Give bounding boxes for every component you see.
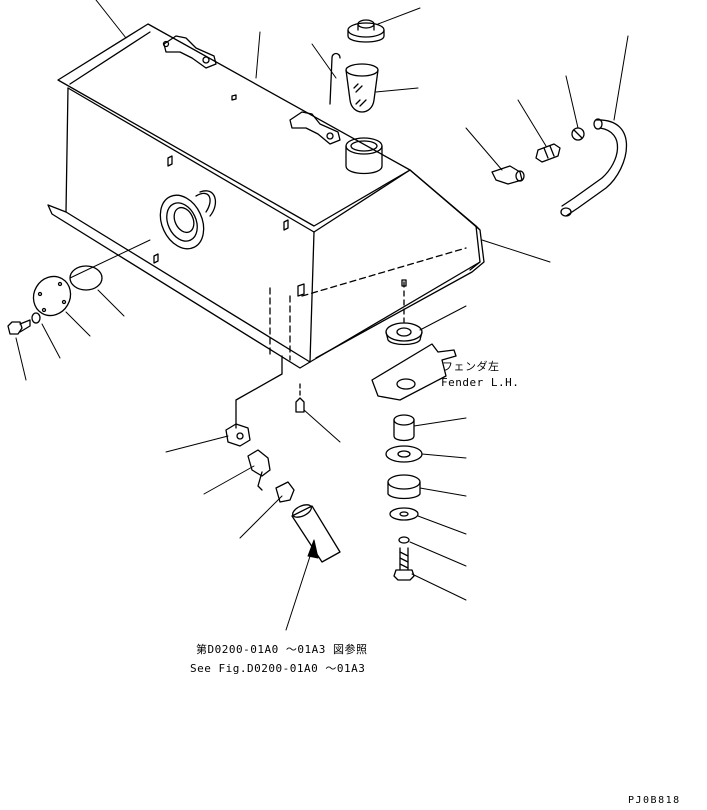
small-bolt-top (402, 280, 406, 286)
reference-label-en: See Fig.D0200-01A0 ～01A3 (190, 662, 366, 675)
tank-tab-1 (168, 156, 172, 166)
drain-bolt (8, 320, 30, 334)
pin (330, 54, 340, 105)
drain-washer (32, 313, 40, 323)
tank-bottom-flange (48, 205, 310, 368)
strainer (346, 64, 378, 112)
drain-cover (26, 270, 77, 323)
hidden-line-tank (270, 248, 466, 360)
tank-front-face (66, 88, 314, 362)
filler-cap (348, 20, 384, 42)
tank-right-edge-double (316, 170, 484, 358)
breather-hose (561, 119, 627, 216)
elbow-fitting (492, 166, 524, 184)
mount-lockwasher (399, 537, 409, 543)
tank-top-face (58, 24, 410, 226)
leader-lines (16, 0, 628, 630)
drain-cock (248, 450, 270, 490)
drawing-code: PJ0B818 (628, 795, 681, 806)
fuel-tank (48, 24, 484, 368)
hose-clamp (572, 128, 584, 140)
tank-tab-3 (154, 254, 158, 263)
connector-fitting (536, 144, 560, 162)
drain-nipple (276, 482, 294, 502)
drain-valve (226, 424, 250, 446)
tank-right-face (310, 170, 480, 362)
tank-tab-4 (232, 95, 236, 100)
fender-label-jp: フェンダ左 (442, 360, 500, 373)
drain-flange (152, 188, 215, 256)
filler-neck (346, 138, 382, 174)
drain-pipe (236, 356, 282, 428)
mount-cushion-bottom (388, 475, 420, 499)
drain-plug-small (296, 384, 304, 412)
mount-collar (394, 415, 414, 441)
top-bracket-left (164, 36, 217, 68)
drain-gasket (70, 266, 102, 290)
mount-bolt (394, 548, 414, 580)
fender-bracket (372, 344, 456, 400)
tank-tab-2 (284, 220, 288, 230)
mount-washer-1 (386, 446, 422, 462)
mount-washer-2 (390, 508, 418, 520)
reference-label-jp: 第D0200-01A0 ～01A3 図参照 (196, 643, 368, 656)
fender-label-en: Fender L.H. (441, 376, 520, 389)
tank-right-rim (470, 262, 480, 270)
top-bracket-right (290, 112, 340, 144)
mount-cushion-top (386, 323, 422, 345)
hidden-tab (298, 284, 304, 296)
tank-top-fold (68, 32, 314, 232)
